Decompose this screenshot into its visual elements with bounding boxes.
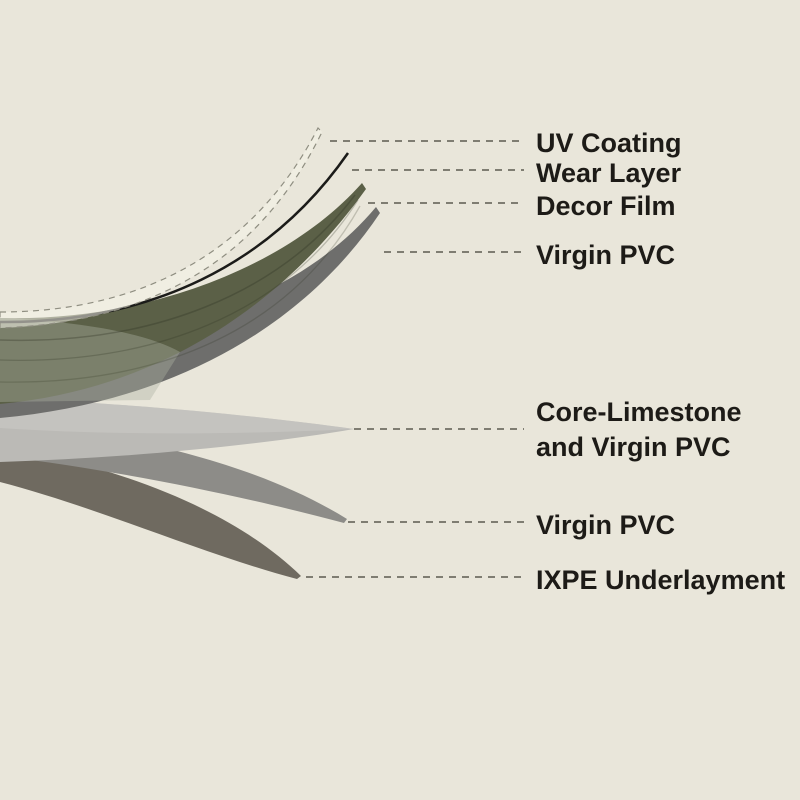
decor-film-grain xyxy=(0,199,359,361)
decor-film-layer xyxy=(0,183,366,404)
label-wear-layer: Wear Layer xyxy=(536,158,682,188)
label-virgin-pvc-bottom: Virgin PVC xyxy=(536,510,676,540)
core-limestone-highlight xyxy=(0,398,354,434)
decor-film-grain xyxy=(0,205,361,383)
label-ixpe-underlayment: IXPE Underlayment xyxy=(536,565,786,595)
label-virgin-pvc-top: Virgin PVC xyxy=(536,240,676,270)
decor-film-sheen xyxy=(0,318,180,402)
ixpe-underlayment-layer xyxy=(0,445,301,579)
decor-film-grain xyxy=(0,194,356,342)
uv-coating-layer xyxy=(0,126,323,329)
label-uv-coating: UV Coating xyxy=(536,128,682,158)
label-decor-film: Decor Film xyxy=(536,191,676,221)
label-core-limestone: Core-Limestone and Virgin PVC xyxy=(536,397,742,463)
